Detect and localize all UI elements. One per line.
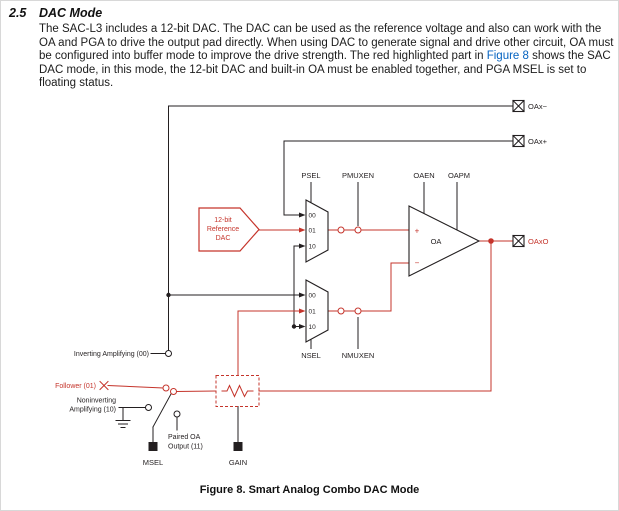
option-paired-label-line1: Paired OA — [168, 434, 201, 441]
gain-label: GAIN — [229, 458, 247, 467]
psel-label: PSEL — [301, 171, 320, 180]
msel-switch-contacts — [145, 350, 181, 418]
pmuxen-contact-2 — [354, 226, 362, 234]
nmuxen-label: NMUXEN — [342, 351, 375, 360]
opamp-label: OA — [431, 237, 442, 246]
nmuxen-contact-1 — [337, 307, 345, 315]
resistor-icon — [221, 384, 254, 398]
dac-label-line2: Reference — [207, 226, 239, 233]
oax-plus-label: OAx+ — [528, 137, 548, 146]
option-paired-label-line2: Output (11) — [168, 444, 203, 451]
paragraph-text-2: shows the SAC DAC mode, in this mode, th… — [39, 50, 611, 89]
dac-pentagon-shape — [198, 207, 260, 252]
opamp-triangle-shape — [408, 205, 481, 277]
pad-oax-plus-icon — [512, 134, 525, 148]
msel-option-labels: Inverting Amplifying (00) Follower (01) … — [55, 351, 203, 451]
oapm-label: OAPM — [448, 171, 470, 180]
psel-mux-in10: 10 — [309, 244, 317, 251]
dac-label-line3: DAC — [216, 235, 231, 242]
red-wires — [175, 229, 514, 393]
contact-follower — [162, 384, 170, 392]
section-title: DAC Mode — [39, 6, 103, 20]
nsel-mux-in01: 01 — [309, 309, 317, 316]
follower-open-switch-icon — [99, 380, 164, 391]
figure-8-link[interactable]: Figure 8 — [486, 50, 529, 62]
nsel-mux-in00: 00 — [309, 293, 317, 300]
psel-mux-in00: 00 — [309, 213, 317, 220]
pmuxen-label: PMUXEN — [342, 171, 374, 180]
section-heading: 2.5 DAC Mode — [9, 6, 102, 20]
oax-minus-label: OAx− — [528, 102, 548, 111]
contact-noninverting — [145, 404, 152, 411]
oaen-label: OAEN — [413, 171, 434, 180]
msel-label: MSEL — [143, 458, 163, 467]
section-number: 2.5 — [9, 6, 27, 20]
dac-label-line1: 12-bit — [214, 217, 232, 224]
opamp: + − OA — [408, 205, 481, 277]
nsel-label: NSEL — [301, 351, 321, 360]
pmuxen-contact-1 — [337, 226, 345, 234]
body-paragraph: The SAC-L3 includes a 12-bit DAC. The DA… — [39, 23, 616, 91]
nsel-mux-in10: 10 — [309, 324, 317, 331]
psel-mux-shape — [305, 199, 329, 263]
gain-terminal — [233, 442, 243, 451]
psel-mux: 00 01 10 — [305, 199, 329, 263]
opamp-plus-input: + — [415, 227, 420, 236]
nmuxen-contact-2 — [354, 307, 362, 315]
figure-caption: Figure 8. Smart Analog Combo DAC Mode — [199, 484, 420, 496]
pad-oax-minus-icon — [512, 99, 525, 113]
option-inverting-label: Inverting Amplifying (00) — [74, 351, 149, 358]
signal-labels: PSEL PMUXEN OAEN OAPM NSEL NMUXEN MSEL G… — [143, 102, 549, 467]
nsel-mux: 00 01 10 — [305, 279, 329, 343]
option-noninverting-label-line2: Amplifying (10) — [69, 407, 116, 414]
psel-mux-in01: 01 — [309, 228, 317, 235]
ground-symbol — [115, 420, 131, 428]
contact-inverting — [165, 350, 172, 357]
mux-output-switch-contacts — [337, 226, 362, 315]
pad-oaxo-icon — [512, 234, 525, 248]
gain-resistor-box — [215, 375, 260, 407]
opamp-minus-input: − — [415, 259, 420, 268]
contact-paired-oa — [173, 410, 181, 418]
msel-terminal — [148, 442, 158, 451]
mux-input-arrows — [299, 212, 306, 329]
nsel-mux-shape — [305, 279, 329, 343]
option-follower-label: Follower (01) — [55, 383, 96, 390]
black-wires — [118, 105, 514, 442]
option-noninverting-label-line1: Noninverting — [77, 398, 116, 405]
contact-feedback-pivot — [170, 388, 177, 395]
oaxo-label: OAxO — [528, 237, 549, 246]
paragraph-text-1: The SAC-L3 includes a 12-bit DAC. The DA… — [39, 23, 614, 62]
dashed-box — [215, 375, 260, 407]
dac-block: 12-bit Reference DAC — [198, 207, 260, 252]
